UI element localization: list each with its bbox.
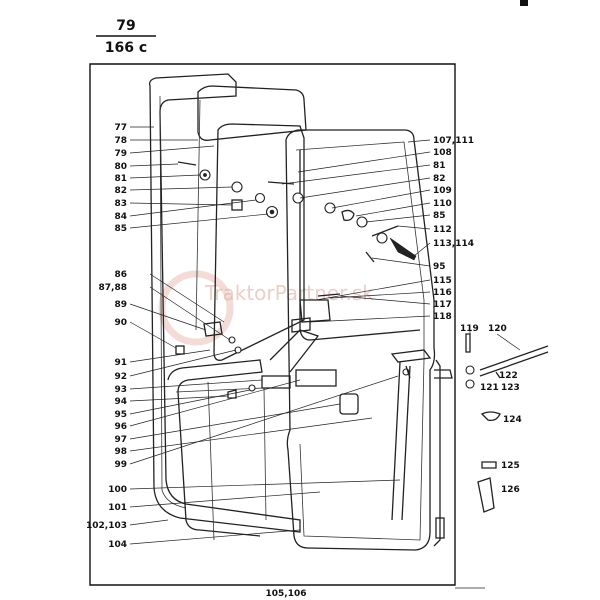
callout-78: 78 [114,136,127,146]
callout-90: 90 [114,318,127,328]
callout-80: 80 [114,162,127,172]
callout-95: 95 [114,410,127,420]
callout-104: 104 [108,540,127,550]
watermark-text: TraktorPartner.sk [204,281,374,305]
callout-91: 91 [114,358,127,368]
callout-109: 109 [433,186,452,196]
group-code: 166 c [105,40,147,56]
callout-97: 97 [114,435,127,445]
callout-105-106: 105,106 [266,589,307,599]
callout-124: 124 [503,415,522,425]
callout-85-right: 85 [433,211,446,221]
watermark: TraktorPartner.sk [158,270,374,346]
lock-mechanism [261,299,359,415]
callout-84: 84 [114,212,127,222]
callout-86: 86 [114,270,127,280]
callout-112: 112 [433,225,452,235]
callout-113-114: 113,114 [433,239,474,249]
callout-82: 82 [114,186,127,196]
callout-93: 93 [114,385,127,395]
callout-81-right: 81 [433,161,446,171]
callout-82-right: 82 [433,174,446,184]
callout-83: 83 [114,199,127,209]
callout-115: 115 [433,276,452,286]
callout-98: 98 [114,447,127,457]
fasteners [175,161,417,399]
callout-110: 110 [433,199,452,209]
corner-mark [520,0,528,6]
leader-lines-left [129,126,401,545]
callout-79: 79 [114,149,127,159]
callout-118: 118 [433,312,452,322]
callout-117: 117 [433,300,452,310]
callout-102-103: 102,103 [86,521,127,531]
callout-labels-right: 107,111 108 81 82 109 110 85 112 113,114… [433,136,474,322]
callout-116: 116 [433,288,452,298]
side-parts [465,333,549,513]
callout-89: 89 [114,300,127,310]
callout-92: 92 [114,372,127,382]
callout-108: 108 [433,148,452,158]
callout-122: 122 [499,371,518,381]
callout-77: 77 [114,123,127,133]
callout-94: 94 [114,397,127,407]
handle-bar [390,349,432,521]
rear-glass-panel [195,85,307,331]
callout-96: 96 [114,422,127,432]
callout-126: 126 [501,485,520,495]
inner-window-pane [213,123,305,361]
leader-lines-right [281,139,521,589]
callout-101: 101 [108,503,127,513]
callout-81: 81 [114,174,127,184]
callout-107-111: 107,111 [433,136,474,146]
page-number: 79 [116,18,135,34]
callout-100: 100 [108,485,127,495]
callout-95-right: 95 [433,262,446,272]
callout-121: 121 [480,383,499,393]
callout-85: 85 [114,224,127,234]
callout-120: 120 [488,324,507,334]
callout-119: 119 [460,324,479,334]
callout-87-88: 87,88 [99,283,127,293]
callout-labels-side: 119 120 122 121 123 124 125 126 [460,324,522,495]
hinge-rod [433,359,453,547]
callout-99: 99 [114,460,127,470]
callout-123: 123 [501,383,520,393]
callout-labels-left: 77 78 79 80 81 82 83 84 85 86 87,88 89 9… [86,123,127,550]
callout-125: 125 [501,461,520,471]
diagram-frame [89,63,456,586]
